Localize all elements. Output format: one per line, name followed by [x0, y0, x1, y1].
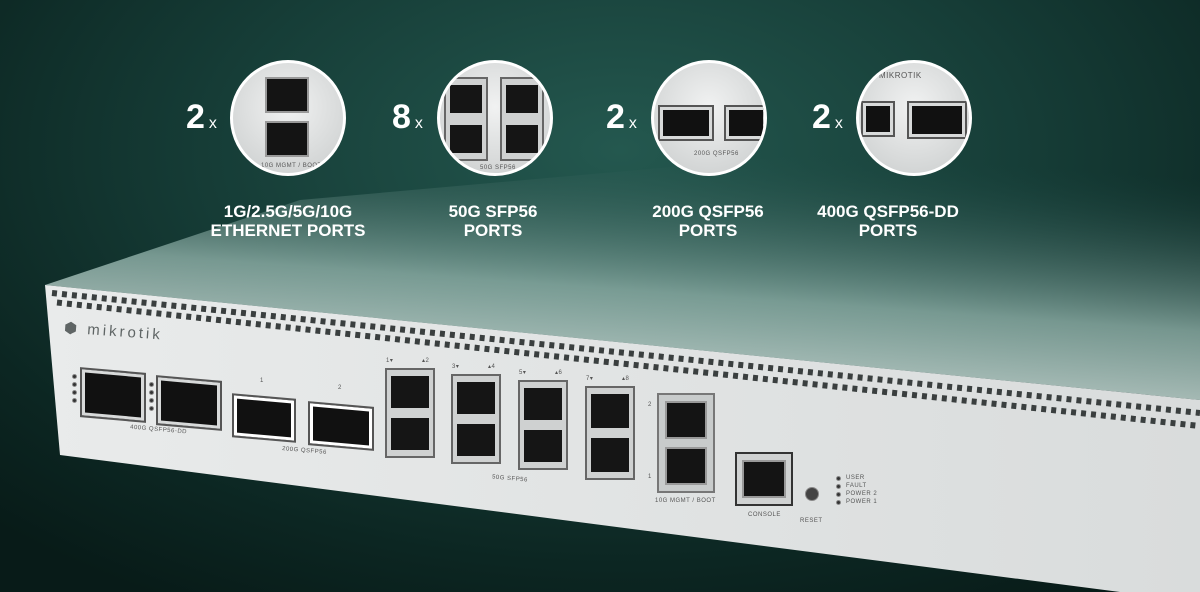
times-sign: x — [414, 115, 423, 132]
led-label: USER — [846, 475, 865, 481]
label-line2: PORTS — [858, 221, 918, 240]
led — [149, 390, 154, 395]
qsfp56-dd-port-1[interactable] — [80, 367, 146, 423]
qsfp56-thumbnail: 200G QSFP56 — [651, 60, 767, 176]
label-line1: 200G QSFP56 — [652, 202, 764, 221]
led-label: FAULT — [846, 483, 867, 489]
led-label: POWER 2 — [846, 491, 878, 497]
vent-row-top — [51, 290, 1200, 416]
console-port-frame — [735, 452, 793, 506]
mgmt-port-2[interactable] — [665, 401, 707, 439]
port-number: 7▾ — [586, 376, 594, 382]
mgmt-label: 10G MGMT / BOOT — [655, 498, 716, 504]
led — [149, 398, 154, 403]
port-number: 1 — [260, 378, 264, 384]
label-line2: ETHERNET PORTS — [210, 221, 366, 240]
ethernet-thumbnail: 10G MGMT / BOOT — [230, 60, 346, 176]
reset-label: RESET — [800, 518, 823, 524]
sfp56-cage-1-2[interactable] — [385, 368, 435, 458]
led-power-2 — [836, 492, 841, 497]
label-line1: 50G SFP56 — [448, 202, 538, 221]
port-number: ▴4 — [488, 364, 496, 370]
led — [149, 406, 154, 411]
led — [72, 398, 77, 403]
count-value: 2 — [186, 98, 205, 136]
led — [149, 382, 154, 387]
vent-row-bottom — [51, 299, 1200, 429]
thumb-text: 50G SFP56 — [480, 165, 516, 171]
count-value: 2 — [606, 98, 625, 136]
qsfp56-port-1[interactable] — [232, 393, 296, 443]
thumb-text: MIKROTIK — [879, 71, 922, 80]
qsfp56-dd-thumbnail: MIKROTIK — [856, 60, 972, 176]
thumb-text: 200G QSFP56 — [694, 151, 739, 157]
times-sign: x — [208, 115, 217, 132]
console-port[interactable] — [742, 460, 786, 498]
count-value: 8 — [392, 98, 411, 136]
port-number: 2 — [338, 385, 342, 391]
led-fault — [836, 484, 841, 489]
label-line1: 1G/2.5G/5G/10G — [223, 202, 353, 221]
port-number: 3▾ — [452, 364, 460, 370]
times-sign: x — [834, 115, 843, 132]
qsfp56-port-2[interactable] — [308, 401, 374, 451]
sfp56-cage-3-4[interactable] — [451, 374, 501, 464]
qsfp56-dd-port-2[interactable] — [156, 375, 222, 431]
label-line2: PORTS — [463, 221, 523, 240]
count-value: 2 — [812, 98, 831, 136]
port-number: 1▾ — [386, 358, 394, 364]
sfp56-cage-5-6[interactable] — [518, 380, 568, 470]
led — [72, 382, 77, 387]
chassis-top — [45, 120, 1200, 400]
sfp56-cage-7-8[interactable] — [585, 386, 635, 480]
port-number: 5▾ — [519, 370, 527, 376]
mgmt-port-1[interactable] — [665, 447, 707, 485]
led-label: POWER 1 — [846, 499, 878, 505]
port-number: 1 — [648, 474, 652, 480]
led — [72, 390, 77, 395]
mgmt-port-block — [657, 393, 715, 493]
port-number: 2 — [648, 402, 652, 408]
label-line2: PORTS — [678, 221, 738, 240]
sfp56-thumbnail: 50G SFP56 — [437, 60, 553, 176]
times-sign: x — [628, 115, 637, 132]
logo-icon: ⬢ — [63, 319, 88, 339]
led-user — [836, 476, 841, 481]
thumb-text: 10G MGMT / BOOT — [261, 163, 322, 169]
port-number: ▴8 — [622, 376, 630, 382]
port-number: ▴6 — [555, 370, 563, 376]
reset-button[interactable] — [805, 487, 819, 501]
led-power-1 — [836, 500, 841, 505]
console-label: CONSOLE — [748, 512, 781, 518]
port-number: ▴2 — [422, 358, 430, 364]
led — [72, 374, 77, 379]
label-line1: 400G QSFP56-DD — [817, 202, 959, 221]
